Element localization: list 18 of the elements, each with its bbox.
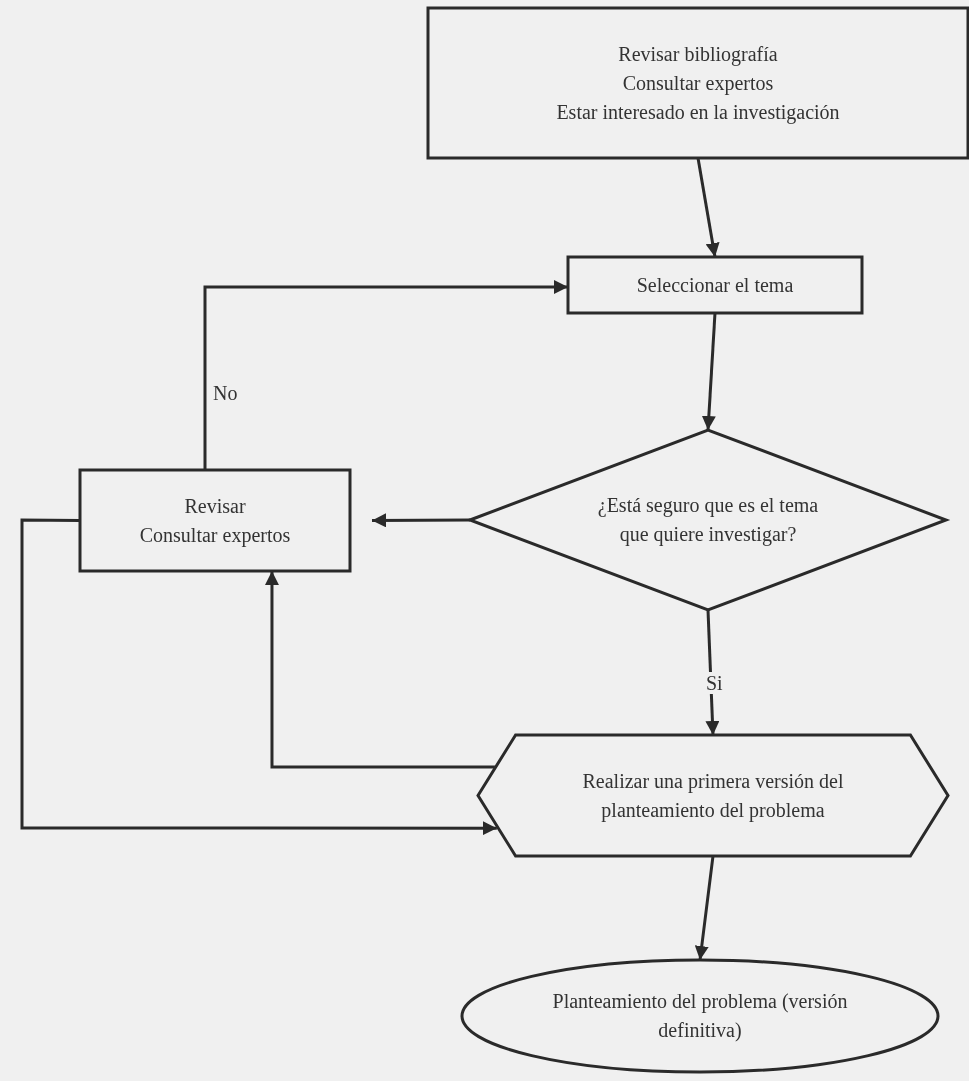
arrow [372, 513, 470, 528]
arrow [705, 609, 720, 736]
node-text: Realizar una primera versión del planteamiento del problema [581, 768, 845, 824]
edge-label: Si [704, 672, 725, 694]
arrow [694, 855, 715, 961]
arrow [20, 518, 497, 836]
arrow [264, 571, 495, 769]
arrow [701, 312, 717, 431]
node-text: Consultar expertos [139, 522, 291, 549]
node-text: Estar interesado en la investigación [556, 99, 840, 126]
arrow [203, 280, 568, 470]
node-text: Consultar expertos [622, 70, 774, 97]
arrow [696, 157, 720, 258]
node-text: Revisar bibliografía [618, 41, 778, 68]
node-text: Seleccionar el tema [636, 272, 794, 298]
node-text: ¿Está seguro que es el tema que quiere investigar? [596, 493, 820, 548]
node-text: Planteamiento del problema (versión definitiva) [551, 989, 849, 1043]
node-text: Revisar [184, 493, 246, 519]
